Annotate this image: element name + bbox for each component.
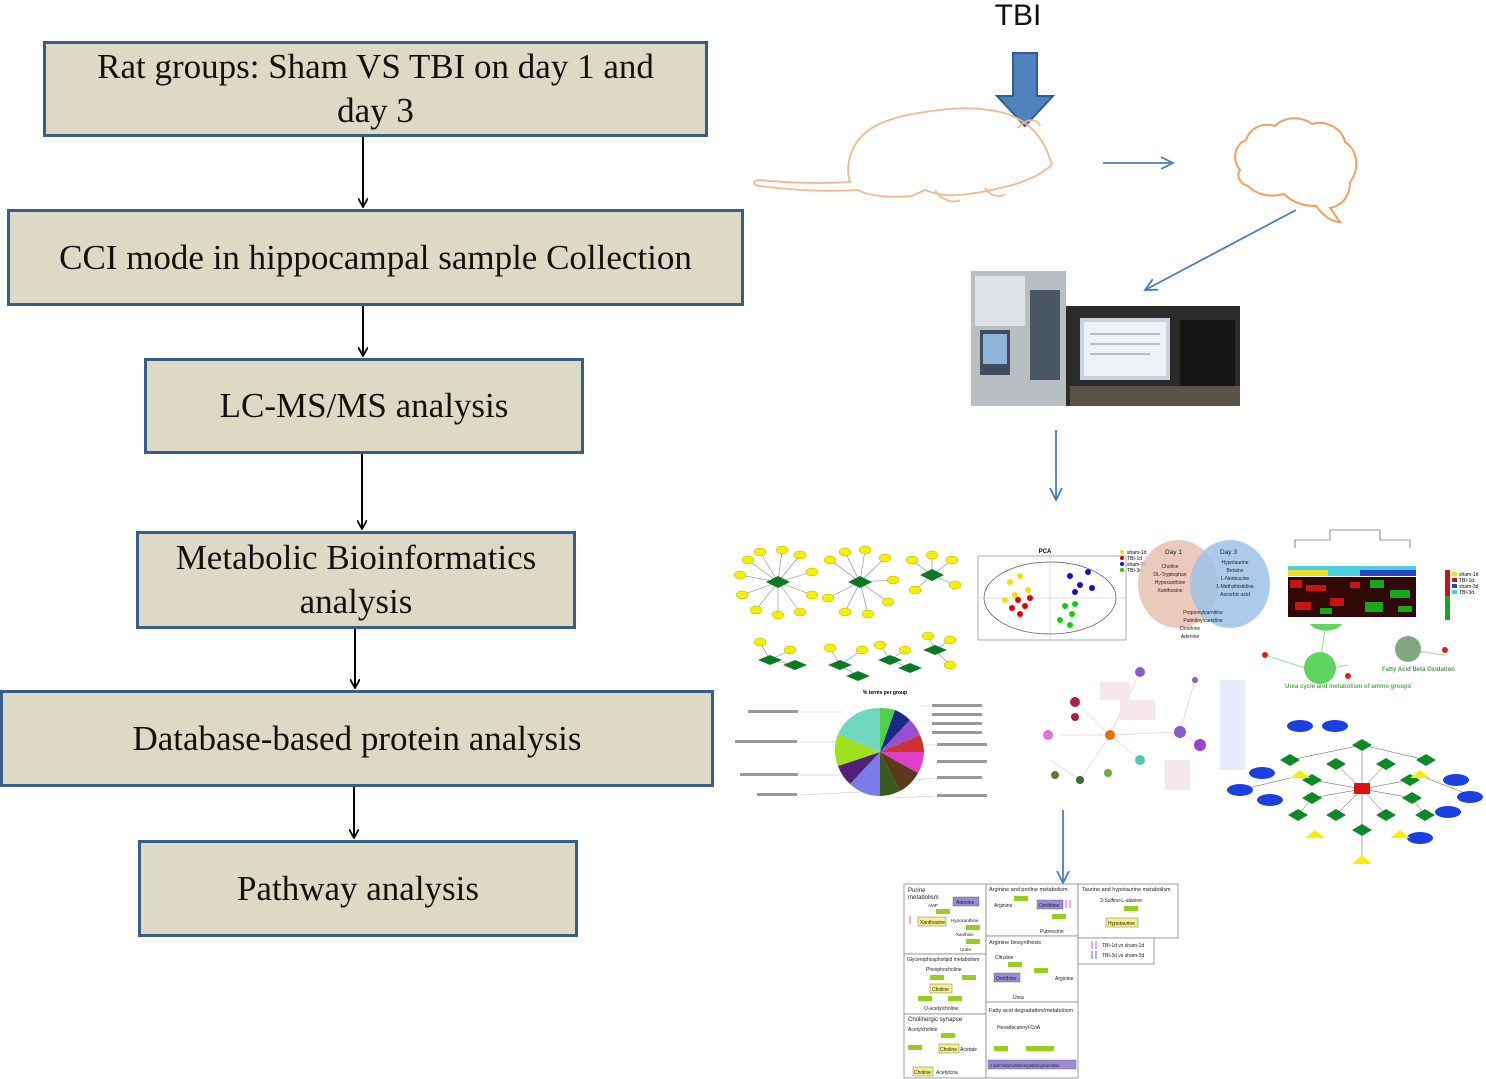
venn-day1-item-0: Choline bbox=[1162, 564, 1179, 570]
step-sample-collection: CCI mode in hippocampal sample Collectio… bbox=[7, 209, 744, 306]
metabolite-network-graphs bbox=[733, 545, 962, 681]
ab-node-ornithine: Ornithine bbox=[996, 976, 1017, 982]
ap-node-arginine: Arginine bbox=[994, 903, 1013, 909]
cs-node-choline-2: Choline bbox=[914, 1070, 931, 1076]
pca-legend-1: TBI-1d bbox=[1127, 556, 1142, 562]
pca-legend-0: sham-1d bbox=[1127, 550, 1147, 556]
enrichment-network: Urea cycle and metabolism of amino group… bbox=[1262, 624, 1455, 690]
fa-node-hexadecanoyl: Hexadecanoyl-CoA bbox=[997, 1025, 1041, 1031]
step-pathway-analysis: Pathway analysis bbox=[138, 840, 578, 937]
venn-day1-label: Day 1 bbox=[1165, 549, 1182, 556]
venn-shared-item-2: Ornithine bbox=[1180, 626, 1201, 632]
purine-title-1: Purine bbox=[908, 888, 926, 894]
heatmap-legend-1: TBI-1d bbox=[1459, 578, 1474, 584]
arrow-brain-to-instrument bbox=[1145, 209, 1297, 290]
heatmap: sham-1d TBI-1d sham-3d TBI-3d bbox=[1288, 529, 1479, 620]
lcms-instrument-photo bbox=[971, 271, 1240, 406]
cs-node-acetylcholine: Acetylcholine bbox=[908, 1027, 938, 1033]
pca-legend-3: TBI-3d bbox=[1127, 568, 1142, 574]
arginine-proline-title: Arginine and proline metabolism bbox=[989, 887, 1068, 893]
step-rat-groups: Rat groups: Sham VS TBI on day 1 and day… bbox=[43, 41, 708, 137]
pathway-legend-1: TBI-3d vs sham-3d bbox=[1102, 953, 1144, 959]
purine-node-xanthine: Xanthine bbox=[956, 932, 974, 937]
cs-node-acetylcoa: Acetylcoa bbox=[936, 1070, 958, 1076]
tbi-label: TBI bbox=[994, 0, 1042, 32]
glycerophospholipid-title: Glycerophospholipid metabolism bbox=[907, 957, 979, 963]
fa-node-palmitoylcarnitine: 1-palmitoylcarnitine/palmitoylcarnitine bbox=[990, 1063, 1060, 1068]
impact-arrow-icon bbox=[994, 52, 1056, 128]
taurine-title: Taurine and hypotaurine metabolism bbox=[1082, 887, 1171, 893]
pathway-legend-0: TBI-1d vs sham-1d bbox=[1102, 943, 1144, 949]
ab-node-urea: Urea bbox=[1013, 995, 1024, 1001]
venn-day1-item-1: DL-Tryptophan bbox=[1153, 572, 1186, 578]
ab-node-citruline: Citruline bbox=[995, 955, 1014, 961]
venn-day3-item-1: Betaine bbox=[1227, 568, 1244, 574]
purine-node-amp: AMP bbox=[928, 903, 938, 908]
pie-title: % terms per group bbox=[863, 690, 907, 696]
ap-node-putrescine: Putrescine bbox=[1040, 929, 1064, 935]
gp-node-choline: Choline bbox=[932, 987, 949, 993]
pie-chart: % terms per group bbox=[735, 690, 987, 799]
venn-shared-item-0: Propionylcarnitine bbox=[1183, 610, 1223, 616]
rat-icon bbox=[753, 107, 1053, 203]
gp-node-acetylcholine: O-acetylcholine bbox=[924, 1006, 959, 1012]
pca-title: PCA bbox=[1039, 549, 1052, 555]
pca-plot: PCA sham-1d TBI-1d sham-3d TBI-3d bbox=[977, 549, 1147, 641]
fatty-acid-title: Fatty acid degradation/metabolism bbox=[989, 1008, 1073, 1014]
protein-interaction-network bbox=[1227, 720, 1483, 864]
heatmap-legend-3: TBI-3d bbox=[1459, 590, 1474, 596]
purine-node-adenine: Adenine bbox=[956, 900, 975, 906]
ab-node-arginine: Arginine bbox=[1055, 976, 1074, 982]
pathway-network bbox=[1043, 667, 1245, 790]
arginine-biosynthesis-title: Arginine biosynthesis bbox=[989, 940, 1041, 946]
pathway-summary-panels: Purine metabolism AMP Adenine Xanthosine… bbox=[903, 883, 1179, 1079]
venn-day3-item-0: Hypotaurine bbox=[1222, 560, 1249, 566]
purine-node-xanthosine: Xanthosine bbox=[920, 920, 945, 926]
venn-day1-item-2: Hypoxanthine bbox=[1155, 580, 1186, 586]
venn-day3-item-3: 1-Methylhistidine bbox=[1216, 584, 1254, 590]
gp-node-phosphocholine: Phosphocholine bbox=[926, 967, 962, 973]
brain-icon bbox=[1234, 117, 1358, 224]
fatty-acid-label: Fatty Acid Beta Oxidation bbox=[1382, 667, 1455, 673]
pca-legend-2: sham-3d bbox=[1127, 562, 1147, 568]
cs-node-choline-1: Choline bbox=[940, 1047, 957, 1053]
cholinergic-title: Cholinergic synapse bbox=[908, 1017, 963, 1023]
venn-shared-item-1: Palmitoylcarnitine bbox=[1183, 618, 1222, 624]
heatmap-legend-2: sham-3d bbox=[1459, 584, 1479, 590]
ap-node-ornithine: Ornithine bbox=[1039, 903, 1060, 909]
venn-day3-label: Day 3 bbox=[1220, 549, 1237, 556]
purine-node-hypoxanthine: Hypoxanthine bbox=[951, 918, 979, 923]
venn-day3-item-2: L-Norleucine bbox=[1221, 576, 1250, 582]
venn-day3-item-4: Ascorbic acid bbox=[1220, 592, 1250, 598]
step-protein-analysis: Database-based protein analysis bbox=[0, 690, 714, 787]
taurine-node-hypotaurine: Hypotaurine bbox=[1108, 921, 1135, 927]
step-bioinformatics: Metabolic Bioinformatics analysis bbox=[136, 531, 576, 629]
venn-day1-item-3: Xanthosine bbox=[1157, 588, 1182, 594]
taurine-node-sulfino: 3-Sulfino-L-alanine bbox=[1100, 898, 1142, 904]
step-lcms-analysis: LC-MS/MS analysis bbox=[144, 358, 584, 454]
heatmap-legend-0: sham-1d bbox=[1459, 572, 1479, 578]
purine-title-2: metabolism bbox=[908, 895, 939, 901]
cs-node-acetate: Acetate bbox=[960, 1047, 977, 1053]
urea-cycle-label: Urea cycle and metabolism of amino group… bbox=[1285, 684, 1412, 690]
venn-diagram: Day 1 Day 3 Choline DL-Tryptophan Hypoxa… bbox=[1138, 540, 1270, 640]
purine-node-urate: Urate bbox=[960, 947, 972, 952]
venn-shared-item-3: Adenine bbox=[1181, 634, 1200, 640]
